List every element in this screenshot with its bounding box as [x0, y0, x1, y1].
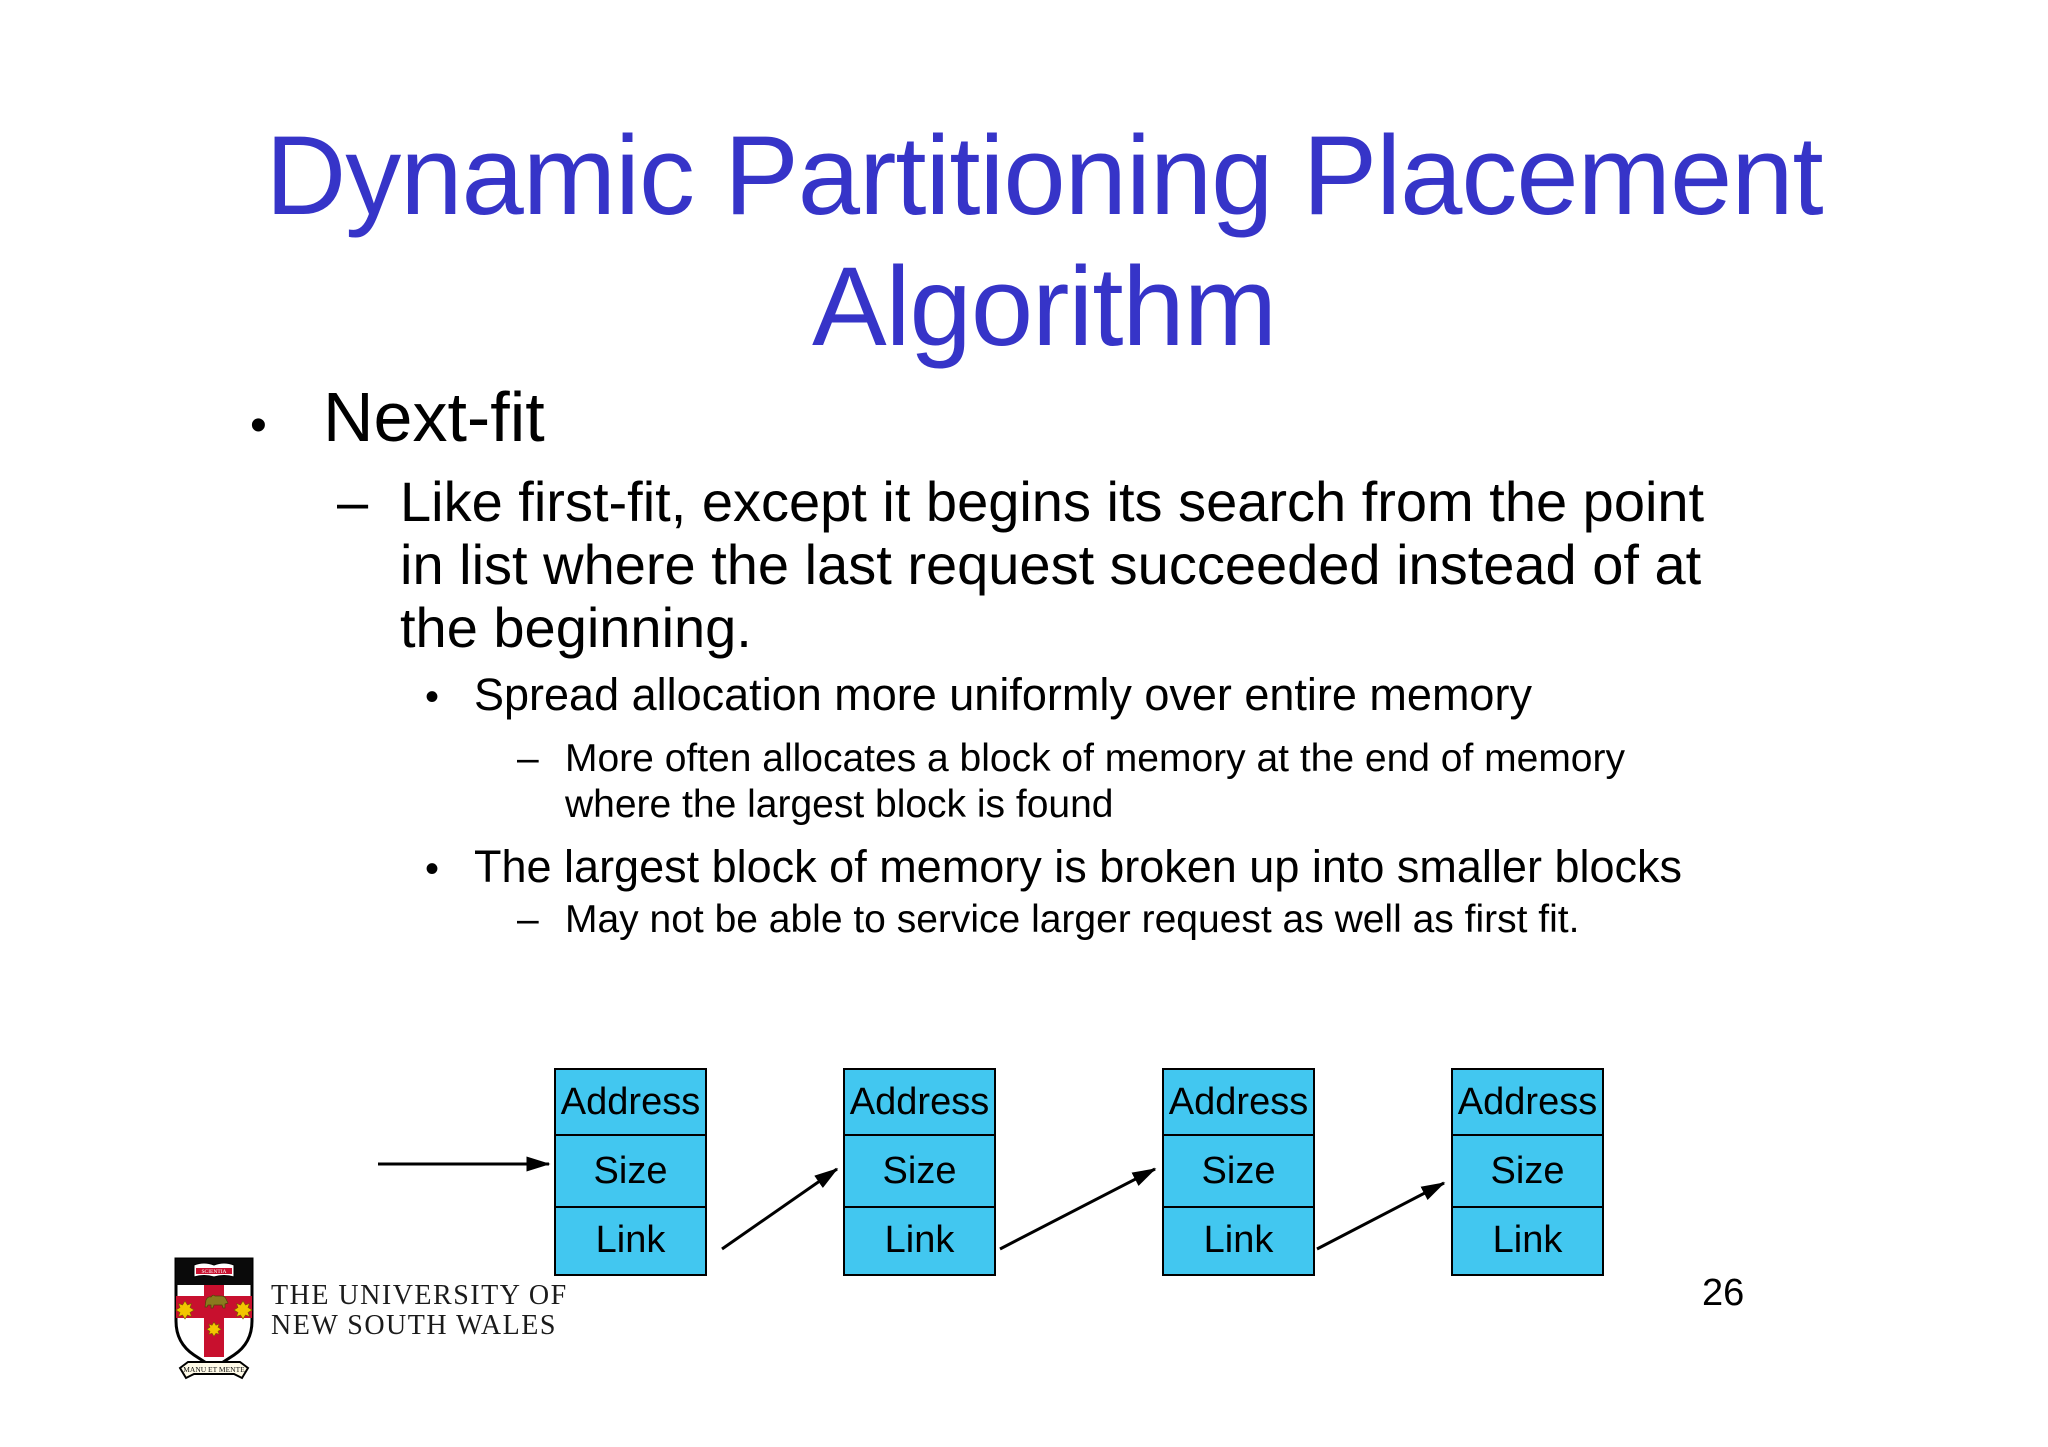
bullet-item-next-fit: • Next-fit — [250, 379, 545, 464]
crest-motto: MANU ET MENTE — [183, 1365, 245, 1374]
node-cell-size: Size — [845, 1136, 994, 1208]
node-cell-link: Link — [884, 1218, 955, 1261]
bullet-text: More often allocates a block of memory a… — [565, 737, 1625, 826]
unsw-crest: SCIENTIA MANU ET MENTE — [174, 1257, 254, 1380]
bullet-text: The largest block of memory is broken up… — [474, 841, 1682, 892]
bullet-dot-icon: • — [425, 847, 440, 891]
node-cell-address: Address — [1164, 1070, 1313, 1136]
slide-title: Dynamic Partitioning Placement Algorithm — [265, 113, 1823, 369]
node-cell-address: Address — [1453, 1070, 1602, 1136]
bullet-item-largest-block: • The largest block of memory is broken … — [425, 842, 1682, 894]
bullet-item-more-often-allocates: – More often allocates a block of memory… — [517, 736, 1625, 828]
dash-icon: – — [517, 898, 539, 941]
dash-icon: – — [337, 470, 369, 533]
node-cell-link: Link — [1492, 1218, 1563, 1261]
bullet-text: Spread allocation more uniformly over en… — [474, 669, 1532, 720]
list-node-2: Address Size Link — [843, 1068, 996, 1276]
bullet-dot-icon: • — [250, 399, 267, 452]
crest-lion — [204, 1294, 229, 1309]
node-cell-size: Size — [1453, 1136, 1602, 1208]
node-cell-size: Size — [1164, 1136, 1313, 1208]
arrow-node2-to-node3 — [999, 1167, 1157, 1251]
bullet-text: May not be able to service larger reques… — [565, 898, 1580, 941]
node-cell-size: Size — [556, 1136, 705, 1208]
bullet-text: Next-fit — [323, 378, 545, 456]
node-cell-link: Link — [1203, 1218, 1274, 1261]
university-wordmark: THE UNIVERSITY OF NEW SOUTH WALES — [271, 1280, 568, 1341]
bullet-dot-icon: • — [425, 675, 440, 719]
dash-icon: – — [517, 737, 539, 780]
arrow-node1-to-node2 — [721, 1167, 839, 1251]
arrow-node3-to-node4 — [1316, 1181, 1446, 1251]
node-cell-link: Link — [595, 1218, 666, 1261]
node-cell-address: Address — [845, 1070, 994, 1136]
list-node-4: Address Size Link — [1451, 1068, 1604, 1276]
list-node-1: Address Size Link — [554, 1068, 707, 1276]
bullet-item-spread-allocation: • Spread allocation more uniformly over … — [425, 670, 1532, 722]
bullet-item-like-first-fit: – Like first-fit, except it begins its s… — [337, 470, 1704, 659]
bullet-text: Like first-fit, except it begins its sea… — [400, 470, 1705, 659]
bullet-item-may-not-service: – May not be able to service larger requ… — [517, 897, 1579, 943]
page-number: 26 — [1702, 1272, 1745, 1314]
crest-book-text: SCIENTIA — [201, 1269, 226, 1275]
list-node-3: Address Size Link — [1162, 1068, 1315, 1276]
node-cell-address: Address — [556, 1070, 705, 1136]
